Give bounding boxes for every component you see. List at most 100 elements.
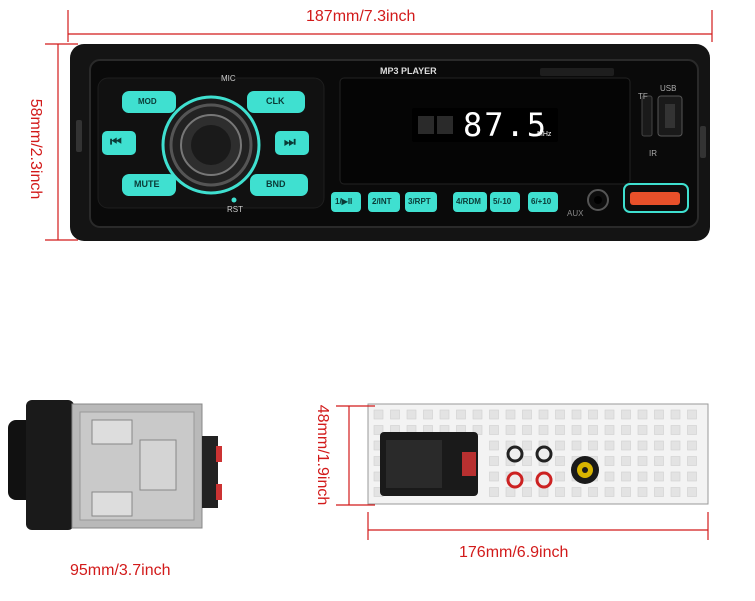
- vent-slot: [654, 456, 664, 466]
- vent-slot: [687, 487, 697, 497]
- vent-slot: [654, 425, 664, 435]
- vent-slot: [670, 456, 681, 466]
- vent-slot: [571, 440, 582, 451]
- tf-slot[interactable]: [641, 95, 653, 137]
- ir-label: IR: [649, 149, 657, 158]
- vent-slot: [439, 409, 450, 420]
- display-unit: MHz: [537, 131, 552, 138]
- vent-slot: [522, 440, 532, 451]
- vent-slot: [637, 409, 648, 420]
- left-height-label: 58mm/2.3inch: [27, 98, 44, 200]
- usb-label: USB: [660, 84, 677, 93]
- vent-slot: [637, 456, 648, 466]
- vent-slot: [670, 440, 681, 451]
- vent-slot: [571, 425, 582, 435]
- panel-title: MP3 PLAYER: [380, 66, 437, 76]
- vent-slot: [687, 440, 697, 451]
- preset-button-5[interactable]: [490, 192, 520, 212]
- mute-button-label: MUTE: [134, 179, 160, 189]
- prev-button[interactable]: [102, 131, 136, 155]
- mute-button[interactable]: [122, 174, 176, 196]
- preset-button-4[interactable]: [453, 192, 487, 212]
- rca-white-left: [506, 445, 524, 463]
- vent-slot: [373, 409, 384, 420]
- vent-slot: [489, 456, 499, 466]
- side-depth-label: 95mm/3.7inch: [70, 562, 171, 579]
- back-width-label: 176mm/6.9inch: [459, 544, 569, 561]
- vent-slot: [555, 487, 565, 497]
- vent-slot: [505, 425, 516, 435]
- vent-slot: [604, 425, 615, 435]
- vent-slot: [423, 409, 433, 420]
- preset-label-6: 6/+10: [531, 197, 552, 206]
- clk-button-label: CLK: [266, 96, 285, 106]
- prev-icon: ⏮: [110, 134, 122, 149]
- vent-slot: [522, 487, 532, 497]
- vent-slot: [637, 440, 648, 451]
- back-view: [367, 403, 709, 505]
- vent-slot: [687, 425, 697, 435]
- vent-slot: [588, 487, 598, 497]
- vent-slot: [571, 409, 582, 420]
- next-button[interactable]: [275, 131, 309, 155]
- rca-red-left: [506, 471, 524, 489]
- vent-slot: [489, 487, 499, 497]
- rst-indicator: [231, 197, 237, 203]
- volume-knob-center[interactable]: [191, 125, 231, 165]
- back-height-dimension: [336, 405, 375, 506]
- vent-slot: [588, 440, 598, 451]
- vent-slot: [505, 487, 516, 497]
- display-frequency: 87.5: [463, 106, 549, 144]
- vent-slot: [555, 471, 565, 482]
- vent-slot: [555, 440, 565, 451]
- usb-port-front[interactable]: [630, 192, 680, 205]
- vent-slot: [390, 409, 400, 420]
- preset-button-6[interactable]: [528, 192, 558, 212]
- mod-button[interactable]: [122, 91, 176, 113]
- vent-slot: [654, 487, 664, 497]
- rca-red-right: [535, 471, 553, 489]
- preset-label-3: 3/RPT: [408, 197, 431, 206]
- rst-label: RST: [227, 205, 243, 214]
- preset-button-1[interactable]: [331, 192, 361, 212]
- bnd-button-label: BND: [266, 179, 286, 189]
- vent-slot: [604, 440, 615, 451]
- vent-slot: [373, 425, 384, 435]
- vent-slot: [670, 425, 681, 435]
- preset-label-5: 5/-10: [493, 197, 512, 206]
- vent-slot: [472, 409, 483, 420]
- side-view: [8, 400, 222, 530]
- vent-slot: [654, 440, 664, 451]
- vent-slot: [489, 409, 499, 420]
- vent-slot: [522, 471, 532, 482]
- vent-slot: [522, 456, 532, 466]
- aux-label: AUX: [567, 209, 584, 218]
- preset-button-3[interactable]: [405, 192, 437, 212]
- vent-slot: [604, 409, 615, 420]
- vent-slot: [522, 409, 532, 420]
- vent-slot: [489, 440, 499, 451]
- preset-label-2: 2/INT: [372, 197, 392, 206]
- vent-slot: [522, 425, 532, 435]
- vent-slot: [621, 425, 631, 435]
- preset-button-2[interactable]: [368, 192, 400, 212]
- vent-slot: [687, 456, 697, 466]
- vent-slot: [687, 471, 697, 482]
- vent-slot: [621, 456, 631, 466]
- vent-slot: [621, 487, 631, 497]
- vent-slot: [555, 409, 565, 420]
- bnd-button[interactable]: [250, 174, 308, 196]
- vent-slot: [538, 425, 549, 435]
- vent-slot: [456, 409, 466, 420]
- clk-button[interactable]: [247, 91, 305, 113]
- rca-white-right: [535, 445, 553, 463]
- vent-slot: [670, 487, 681, 497]
- top-width-label: 187mm/7.3inch: [306, 8, 416, 25]
- vent-slot: [670, 409, 681, 420]
- front-panel: [70, 44, 710, 241]
- vent-slot: [637, 471, 648, 482]
- mic-label: MIC: [221, 74, 236, 83]
- tf-label: TF: [638, 92, 648, 101]
- vent-slot: [555, 456, 565, 466]
